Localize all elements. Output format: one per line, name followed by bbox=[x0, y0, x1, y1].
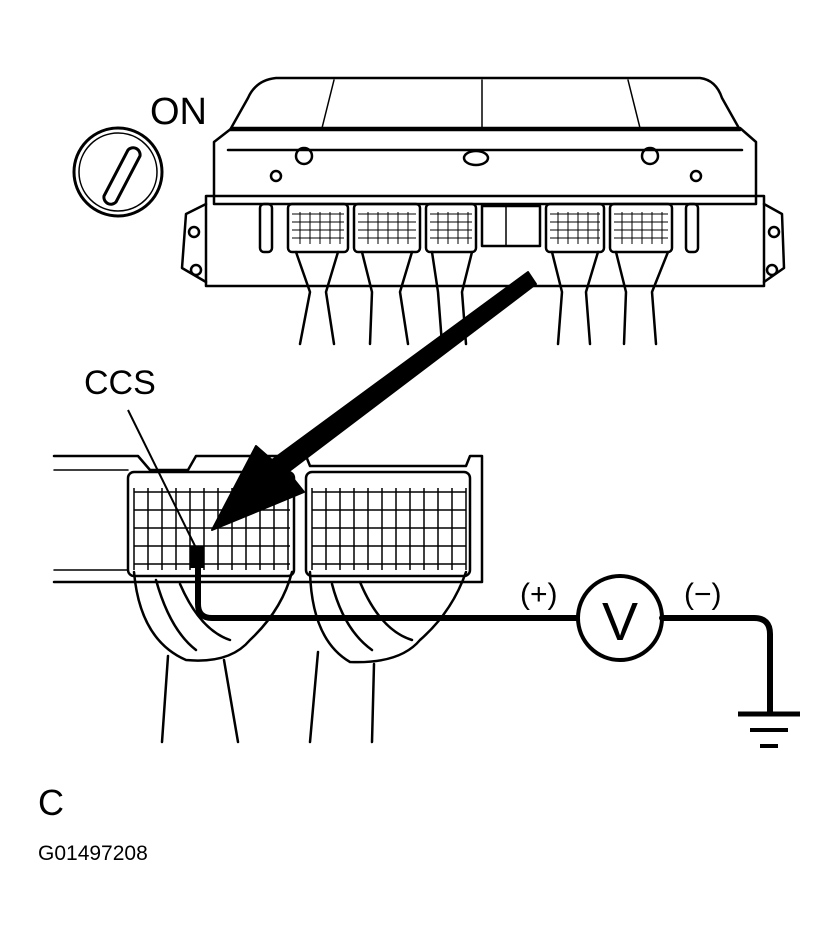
ccs-terminal bbox=[190, 546, 204, 568]
ecm-connector-pins bbox=[292, 212, 668, 244]
ignition-key-switch-icon bbox=[72, 126, 164, 218]
ccs-terminal-label: CCS bbox=[84, 364, 156, 402]
figure-id: G01497208 bbox=[38, 842, 148, 865]
ecm-connector-zoom bbox=[52, 454, 484, 584]
wire-harness bbox=[132, 570, 468, 744]
ecm-unit bbox=[180, 76, 786, 346]
probe-wire-positive bbox=[195, 563, 583, 621]
zoom-arrow bbox=[211, 271, 537, 531]
connector-pin-grid-right bbox=[311, 488, 467, 570]
figure-letter: C bbox=[38, 782, 64, 823]
negative-lead-label: (−) bbox=[684, 578, 722, 611]
positive-lead-label: (+) bbox=[520, 578, 558, 611]
voltmeter-label: V bbox=[602, 592, 638, 652]
ccs-leader-line bbox=[127, 409, 197, 549]
probe-wire-negative bbox=[659, 615, 773, 715]
connector-pin-grid-left bbox=[133, 488, 290, 570]
ignition-on-label: ON bbox=[150, 91, 207, 133]
ground-symbol-icon bbox=[738, 711, 800, 748]
